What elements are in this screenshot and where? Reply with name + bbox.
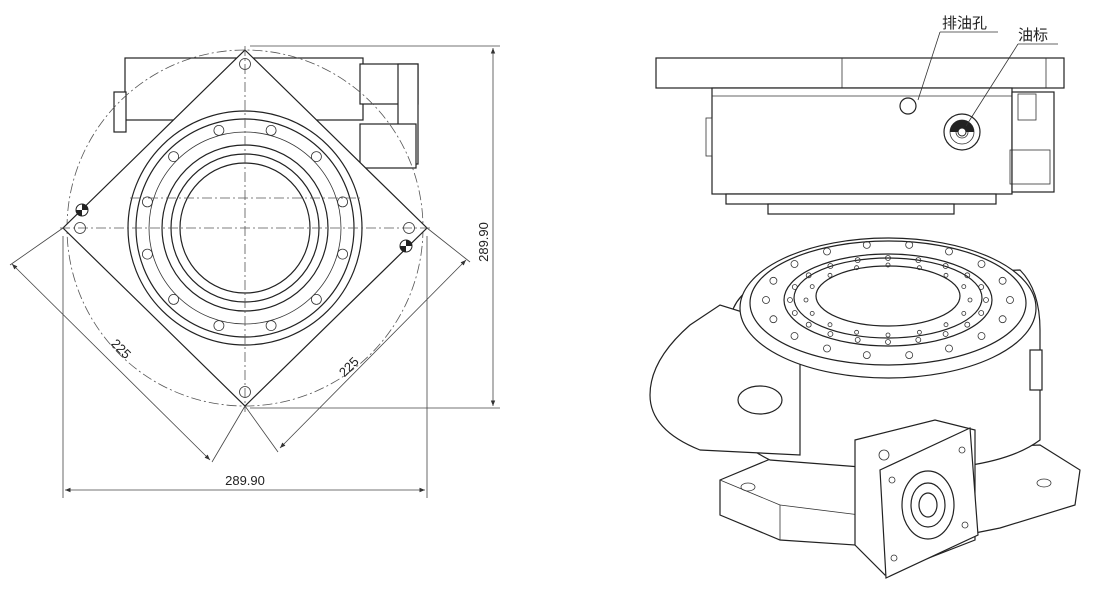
iso-bolt-hole [961, 310, 967, 316]
iso-bolt-hole [854, 329, 859, 335]
iso-bolt-hole [942, 263, 949, 269]
iso-bolt-hole [978, 310, 985, 316]
bolt-hole [337, 196, 349, 208]
dim-width-label: 289.90 [225, 473, 265, 488]
datum-symbol [75, 203, 89, 217]
iso-bolt-hole [885, 332, 891, 338]
dim-diag-right-label: 225 [336, 354, 362, 380]
iso-bolt-hole [769, 276, 778, 285]
bolt-hole [265, 124, 277, 136]
iso-bolt-hole [854, 336, 861, 343]
iso-bolt-hole [862, 351, 871, 360]
iso-bolt-hole [905, 351, 914, 360]
iso-bolt-hole [943, 322, 949, 328]
iso-bolt-hole [964, 321, 971, 328]
iso-bolt-hole [827, 272, 833, 278]
iso-output-ring [901, 470, 955, 540]
iso-bolt-hole [823, 344, 831, 353]
iso-bolt-hole [809, 310, 815, 316]
side-view: 排油孔 油标 [655, 15, 1065, 215]
top-plate [655, 57, 1065, 89]
iso-bolt-hole [967, 297, 973, 303]
iso-bolt-hole [854, 257, 861, 264]
gauge-leader [965, 43, 1019, 127]
dim-height-label: 289.90 [476, 222, 491, 262]
iso-bolt-hole [805, 321, 812, 328]
datum-symbol [399, 239, 413, 253]
iso-bolt-hole [787, 297, 793, 303]
iso-bolt-hole [977, 332, 986, 340]
iso-bolt-hole [827, 322, 833, 328]
callout-oil-gauge-label: 油标 [1018, 27, 1048, 44]
iso-ring-mid [783, 253, 993, 347]
iso-bolt-hole [790, 260, 799, 268]
bottom-flange [725, 193, 997, 205]
bolt-hole [141, 248, 153, 260]
iso-plug [737, 385, 783, 415]
iso-bolt-hole [905, 240, 914, 249]
iso-bolt-hole [791, 310, 798, 316]
iso-bolt-hole [977, 260, 986, 268]
drain-hole [899, 97, 917, 115]
isometric-view [649, 237, 1081, 579]
top-view: 289.90 289.90 225 225 [9, 45, 500, 498]
iso-bolt-hole [827, 263, 834, 269]
iso-bolt-hole [885, 255, 891, 261]
iso-bolt-hole [862, 240, 871, 249]
iso-bolt-hole [998, 315, 1007, 324]
iso-bolt-hole [943, 272, 949, 278]
iso-bolt-hole [964, 272, 971, 279]
iso-bolt-hole [791, 284, 798, 290]
iso-bolt-hole [854, 265, 859, 271]
bottom-spigot [767, 203, 955, 215]
iso-bolt-hole [917, 265, 922, 271]
iso-bolt-hole [803, 297, 809, 303]
iso-bore [815, 265, 961, 327]
bolt-hole [141, 196, 153, 208]
drain-leader [917, 31, 941, 101]
side-boss [1011, 91, 1055, 193]
oil-gauge [943, 113, 981, 151]
iso-bolt-hole [945, 344, 953, 353]
iso-bolt-hole [915, 257, 922, 264]
iso-bolt-hole [998, 276, 1007, 285]
iso-bolt-hole [917, 329, 922, 335]
iso-bolt-hole [961, 284, 967, 290]
iso-bolt-hole [942, 331, 949, 337]
iso-bolt-hole [885, 339, 891, 345]
bolt-hole [337, 248, 349, 260]
iso-bolt-hole [1006, 296, 1014, 304]
iso-bolt-hole [809, 284, 815, 290]
iso-bolt-hole [945, 247, 953, 256]
iso-bolt-hole [885, 262, 891, 268]
bolt-hole [213, 320, 225, 332]
bolt-hole [168, 151, 180, 163]
iso-bolt-holes [762, 240, 1014, 360]
iso-bolt-hole [762, 296, 770, 304]
iso-bolt-hole [978, 284, 985, 290]
iso-bolt-hole [983, 297, 989, 303]
callout-drain-label: 排油孔 [942, 15, 987, 32]
iso-bolt-hole [823, 247, 831, 256]
iso-bolt-hole [769, 315, 778, 324]
iso-bolt-hole [915, 336, 922, 343]
iso-bolt-hole [805, 272, 812, 279]
iso-bolt-hole [827, 331, 834, 337]
iso-side-boss [1029, 349, 1043, 391]
bolt-hole [265, 320, 277, 332]
bolt-hole [213, 124, 225, 136]
dim-diag-left-label: 225 [108, 336, 134, 362]
iso-bolt-hole [790, 332, 799, 340]
bolt-hole [310, 151, 322, 163]
